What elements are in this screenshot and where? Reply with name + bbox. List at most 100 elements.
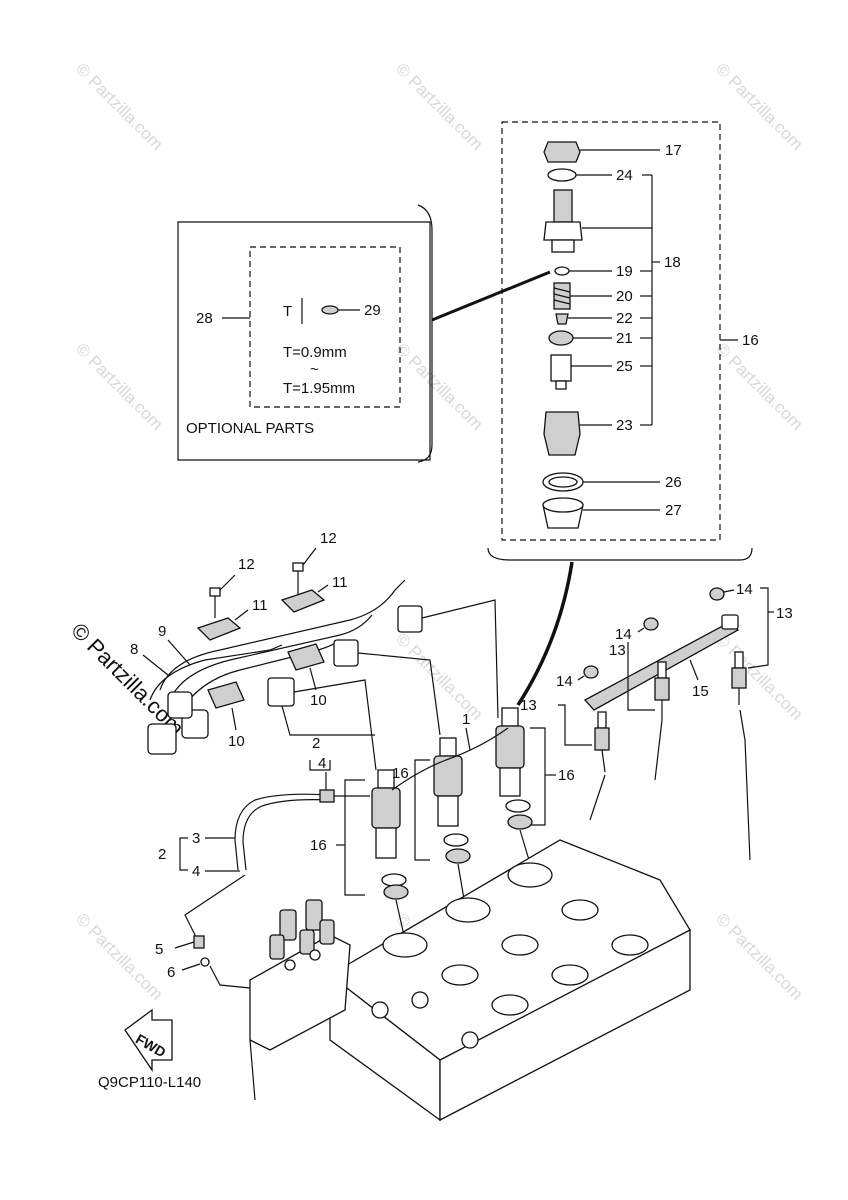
callout-27: 27 [665, 502, 682, 519]
callout-10: 10 [228, 733, 245, 750]
seat-part-22 [555, 313, 569, 325]
spacer-part-21 [548, 330, 574, 346]
watermark: © Partzilla.com [72, 339, 166, 433]
callout-22: 22 [616, 310, 633, 327]
nut-part-14 [643, 617, 659, 631]
callout-28: 28 [196, 310, 213, 327]
callout-16: 16 [558, 767, 575, 784]
callout-14: 14 [556, 673, 573, 690]
callout-12: 12 [320, 530, 337, 547]
thickness-max: T=1.95mm [283, 380, 355, 397]
callout-2: 2 [312, 735, 320, 752]
callout-13: 13 [520, 697, 537, 714]
shim-part-29 [321, 305, 339, 315]
leak-off-pipe-part-1 [391, 727, 509, 791]
glow-plug-part-13 [731, 651, 747, 705]
callout-24: 24 [616, 167, 633, 184]
glow-plug-assembly: 15 14 14 14 13 13 13 [520, 581, 793, 861]
pipe-end [267, 677, 295, 707]
watermark: © Partzilla.com [712, 59, 806, 153]
fuel-pipe-assembly: 12 12 11 11 10 10 9 8 [130, 530, 499, 771]
callout-8: 8 [130, 641, 138, 658]
callout-13: 13 [609, 642, 626, 659]
glow-plug-part-13 [594, 711, 610, 773]
watermark-dark: © Partzilla.com [66, 618, 189, 741]
optional-box-title: OPTIONAL PARTS [186, 420, 314, 437]
cylinder-head [328, 839, 691, 1122]
clamp-part-11 [196, 617, 242, 641]
injector-part-16 [371, 769, 409, 900]
callout-10: 10 [310, 692, 327, 709]
callout-23: 23 [616, 417, 633, 434]
pipe-end [147, 723, 177, 755]
callout-20: 20 [616, 288, 633, 305]
callout-5: 5 [155, 941, 163, 958]
callout-9: 9 [158, 623, 166, 640]
injection-pump [249, 899, 351, 1101]
injector-part-16 [495, 707, 533, 830]
clamp-part-10 [207, 681, 245, 709]
injectors: 1 16 16 16 [310, 707, 575, 941]
clamp-part-11 [280, 589, 326, 613]
watermark: © Partzilla.com [72, 909, 166, 1003]
callout-2: 2 [158, 846, 166, 863]
bolt-part-12 [209, 587, 221, 597]
callout-18: 18 [664, 254, 681, 271]
callout-16: 16 [310, 837, 327, 854]
callout-17: 17 [665, 142, 682, 159]
washer-part-6 [200, 957, 210, 967]
fwd-arrow: FWD [124, 1008, 173, 1073]
callout-14: 14 [615, 626, 632, 643]
pipe-end [397, 605, 423, 633]
nut-part-14 [709, 587, 725, 601]
callout-4: 4 [192, 863, 200, 880]
callout-4: 4 [318, 755, 326, 772]
callout-19: 19 [616, 263, 633, 280]
thickness-range-mark: ~ [310, 361, 319, 378]
callout-15: 15 [692, 683, 709, 700]
pipe-end [167, 691, 193, 719]
injector-exploded-view: 17 24 18 19 20 22 21 [487, 121, 759, 706]
callout-29: 29 [364, 302, 381, 319]
watermark: © Partzilla.com [392, 339, 486, 433]
nut-part-17 [543, 141, 581, 163]
callout-1: 1 [462, 711, 470, 728]
watermark: © Partzilla.com [392, 629, 486, 723]
callout-26: 26 [665, 474, 682, 491]
diagram-code: Q9CP110-L140 [98, 1074, 201, 1091]
fitting-part-5 [193, 935, 205, 949]
callout-25: 25 [616, 358, 633, 375]
callout-12: 12 [238, 556, 255, 573]
callout-11: 11 [332, 574, 348, 591]
nozzle-part-25 [550, 354, 572, 382]
callout-13: 13 [776, 605, 793, 622]
thickness-min: T=0.9mm [283, 344, 347, 361]
watermarks: © Partzilla.com © Partzilla.com © Partzi… [66, 59, 806, 1003]
holder-part-18 [553, 189, 573, 223]
callout-6: 6 [167, 964, 175, 981]
watermark: © Partzilla.com [72, 59, 166, 153]
callout-11: 11 [252, 597, 268, 614]
watermark: © Partzilla.com [712, 909, 806, 1003]
nut-part-14 [583, 665, 599, 679]
retaining-nut-part-23 [543, 411, 581, 456]
injector-part-16 [433, 737, 471, 864]
washer-part-24 [547, 168, 577, 182]
callout-14: 14 [736, 581, 753, 598]
callout-21: 21 [616, 330, 633, 347]
callout-16-top: 16 [742, 332, 759, 349]
callout-16: 16 [392, 765, 409, 782]
pipe-end [333, 639, 359, 667]
glow-plug-part-13 [654, 661, 670, 720]
watermark: © Partzilla.com [712, 339, 806, 433]
callout-3: 3 [192, 830, 200, 847]
thickness-symbol: T [283, 303, 292, 320]
optional-parts-box: 28 T 29 T=0.9mm ~ T=1.95mm OPTIONAL PART… [177, 204, 551, 463]
return-hose-assembly: 2 4 2 3 4 5 6 [155, 735, 370, 989]
watermark: © Partzilla.com [392, 59, 486, 153]
shim-part-19 [554, 266, 570, 276]
bolt-part-12 [292, 562, 304, 572]
clamp-part-10 [287, 643, 325, 671]
watermark: © Partzilla.com [712, 629, 806, 723]
